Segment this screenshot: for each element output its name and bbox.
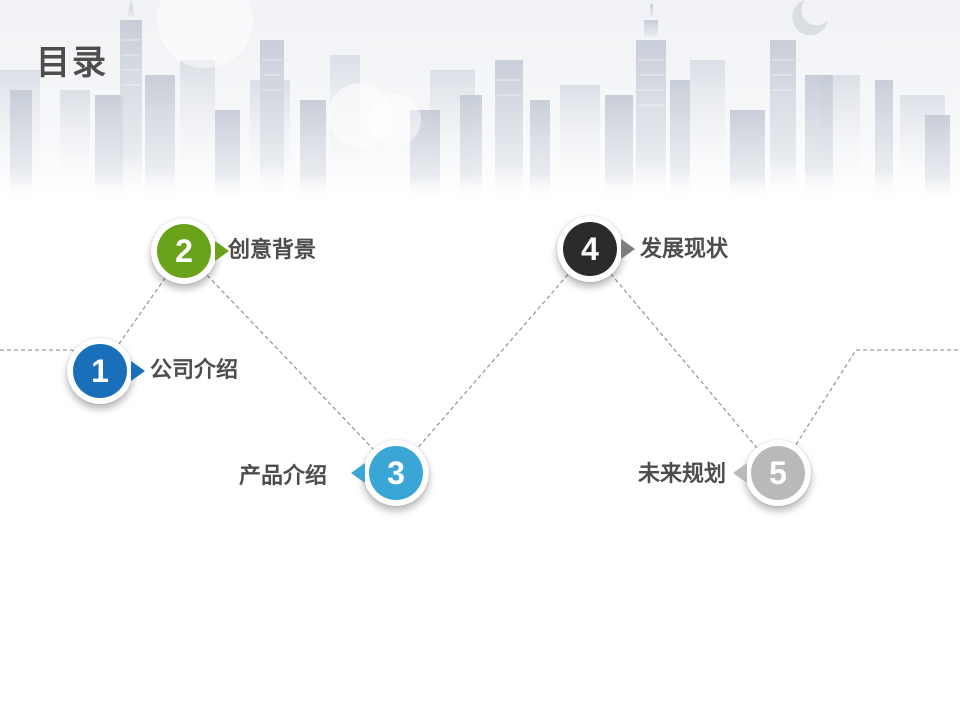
item-4-label[interactable]: 发展现状 bbox=[640, 237, 729, 262]
item-4-pointer-icon bbox=[621, 239, 635, 259]
item-1-badge[interactable]: 1 bbox=[67, 338, 145, 404]
page-title: 目录 bbox=[36, 43, 108, 83]
item-4-number: 4 bbox=[563, 222, 617, 276]
item-3-number: 3 bbox=[369, 446, 423, 500]
item-4-badge[interactable]: 4 bbox=[557, 216, 635, 282]
item-3-badge[interactable]: 3 bbox=[351, 440, 429, 506]
item-2-pointer-icon bbox=[215, 241, 229, 261]
item-3-label[interactable]: 产品介绍 bbox=[239, 464, 328, 489]
item-5-number: 5 bbox=[751, 446, 805, 500]
item-5-pointer-icon bbox=[733, 463, 747, 483]
city-skyline-banner bbox=[0, 0, 960, 200]
item-5-label[interactable]: 未来规划 bbox=[638, 462, 727, 487]
item-5-badge[interactable]: 5 bbox=[733, 440, 811, 506]
item-2-number: 2 bbox=[157, 224, 211, 278]
item-2-label[interactable]: 创意背景 bbox=[228, 238, 317, 263]
item-3-pointer-icon bbox=[351, 463, 365, 483]
item-1-pointer-icon bbox=[131, 361, 145, 381]
item-1-label[interactable]: 公司介绍 bbox=[150, 358, 239, 383]
item-1-number: 1 bbox=[73, 344, 127, 398]
item-2-badge[interactable]: 2 bbox=[151, 218, 229, 284]
